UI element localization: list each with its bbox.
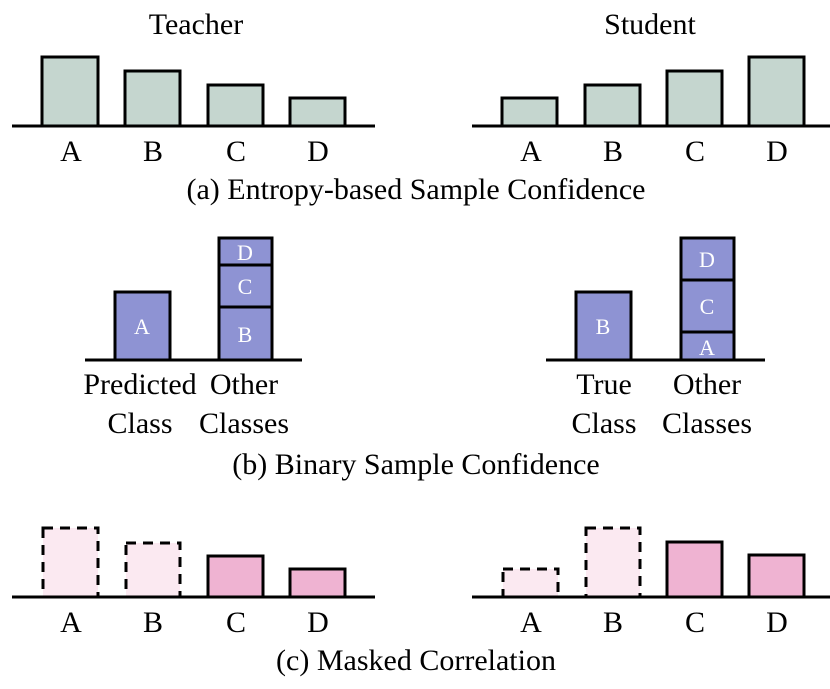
teacher-bar-a bbox=[40, 55, 100, 128]
predicted-class-label-line1: Predicted bbox=[83, 368, 196, 401]
right-c-bar-b-masked bbox=[584, 526, 642, 599]
left-other-classes-line1: Other bbox=[210, 368, 278, 401]
teacher-label-c: C bbox=[226, 135, 246, 168]
caption-b: (b) Binary Sample Confidence bbox=[232, 448, 599, 481]
left-c-label-b: B bbox=[143, 606, 163, 639]
right-stack-label-c: C bbox=[700, 294, 715, 319]
caption-c: (c) Masked Correlation bbox=[276, 644, 556, 677]
predicted-class-label-line2: Class bbox=[107, 407, 172, 440]
right-other-classes-line1: Other bbox=[673, 368, 741, 401]
right-c-bar-d bbox=[747, 553, 806, 599]
right-stack-label-d: D bbox=[699, 247, 715, 272]
right-c-label-d: D bbox=[766, 606, 788, 639]
student-label-c: C bbox=[685, 135, 705, 168]
right-c-bar-a-masked bbox=[501, 567, 560, 599]
true-class-label-line1: True bbox=[576, 368, 632, 401]
left-c-bar-c bbox=[206, 554, 265, 599]
panel-c: A B C D A B C D (c) Masked Correlation bbox=[12, 526, 830, 677]
student-bar-c bbox=[665, 69, 724, 128]
right-stack-segment-d bbox=[679, 236, 736, 282]
student-label-d: D bbox=[766, 135, 788, 168]
panel-a: Teacher Student A B C D A B C D (a) Entr… bbox=[12, 8, 830, 206]
predicted-class-bar-label: A bbox=[134, 314, 150, 339]
student-bar-a bbox=[500, 96, 559, 128]
true-class-bar-label: B bbox=[596, 314, 611, 339]
student-label-b: B bbox=[603, 135, 623, 168]
predicted-class-bar bbox=[113, 290, 172, 362]
left-stack-segment-c bbox=[217, 263, 274, 309]
right-other-classes-line2: Classes bbox=[662, 407, 752, 440]
left-c-bar-b-masked bbox=[124, 541, 182, 599]
student-title: Student bbox=[604, 8, 696, 41]
panel-b: A B C D Predicted Class Other Classes B … bbox=[83, 236, 765, 481]
left-c-label-c: C bbox=[226, 606, 246, 639]
left-other-classes-line2: Classes bbox=[199, 407, 289, 440]
student-label-a: A bbox=[520, 135, 542, 168]
teacher-label-d: D bbox=[307, 135, 329, 168]
teacher-bar-b bbox=[123, 69, 182, 128]
right-c-label-b: B bbox=[603, 606, 623, 639]
left-c-bar-d bbox=[288, 567, 347, 599]
right-stack-segment-c bbox=[679, 278, 736, 334]
caption-a: (a) Entropy-based Sample Confidence bbox=[186, 173, 645, 206]
right-c-label-a: A bbox=[520, 606, 542, 639]
teacher-bar-d bbox=[288, 96, 347, 128]
left-c-label-d: D bbox=[307, 606, 329, 639]
true-class-label-line2: Class bbox=[571, 407, 636, 440]
student-bar-b bbox=[583, 83, 642, 128]
teacher-label-a: A bbox=[60, 135, 82, 168]
left-stack-segment-d bbox=[217, 236, 274, 267]
right-c-label-c: C bbox=[685, 606, 705, 639]
left-stack-label-c: C bbox=[238, 274, 253, 299]
left-c-label-a: A bbox=[60, 606, 82, 639]
teacher-title: Teacher bbox=[149, 8, 243, 41]
teacher-bar-c bbox=[206, 83, 265, 128]
student-bar-d bbox=[747, 55, 806, 128]
right-stack-label-a: A bbox=[699, 335, 715, 360]
left-c-bar-a-masked bbox=[41, 526, 100, 599]
teacher-label-b: B bbox=[143, 135, 163, 168]
left-stack-label-b: B bbox=[238, 322, 253, 347]
left-stack-label-d: D bbox=[237, 240, 253, 265]
right-c-bar-c bbox=[665, 540, 724, 599]
